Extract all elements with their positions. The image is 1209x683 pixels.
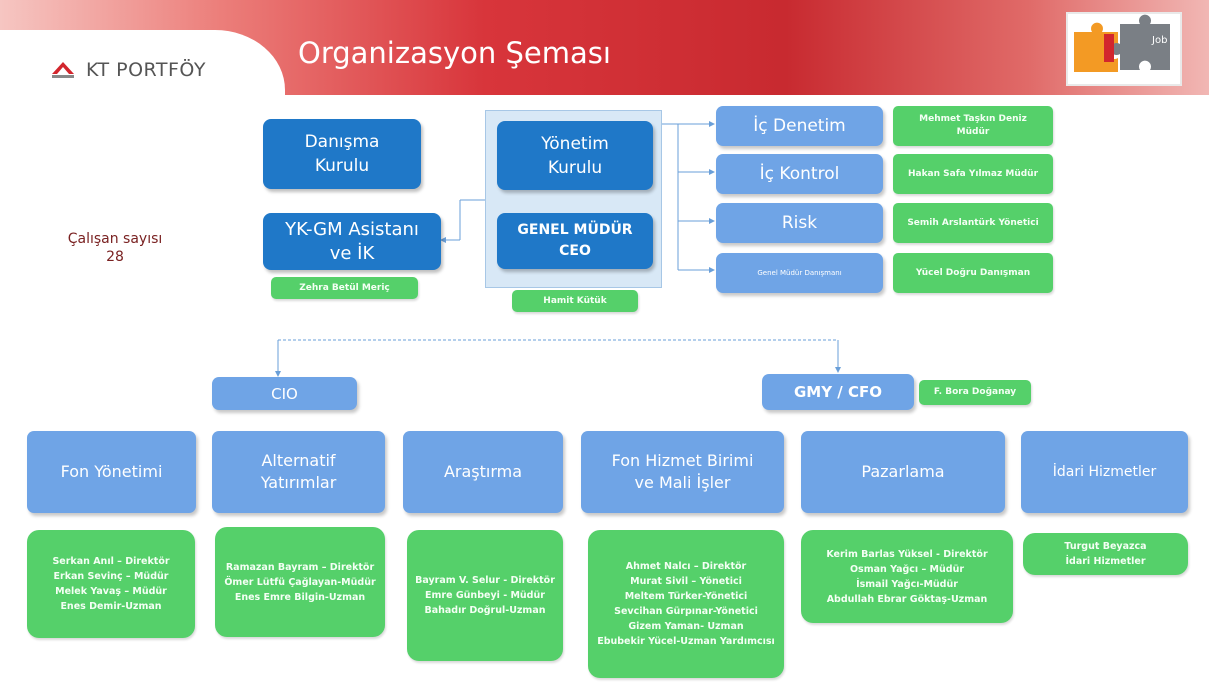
ic-denetim-person: Mehmet Taşkın Deniz Müdür (893, 106, 1053, 146)
staff-member: İdari Hizmetler (1065, 556, 1146, 567)
ic-kontrol-box: İç Kontrol (716, 154, 883, 194)
risk-box: Risk (716, 203, 883, 243)
staff-fon-yonetimi: Serkan Anıl – Direktör Erkan Sevinç – Mü… (27, 530, 195, 638)
yk-gm-box: YK-GM Asistanı ve İK (263, 213, 441, 270)
staff-pazarlama: Kerim Barlas Yüksel - Direktör Osman Yağ… (801, 530, 1013, 623)
dept-arastirma: Araştırma (403, 431, 563, 513)
danisma-kurulu-box: Danışma Kurulu (263, 119, 421, 189)
staff-member: Bahadır Doğrul-Uzman (424, 605, 546, 616)
puzzle-icon (1074, 14, 1170, 72)
staff-member: Melek Yavaş – Müdür (55, 586, 167, 597)
kt-logo-icon (52, 62, 74, 78)
staff-member: Gizem Yaman- Uzman (628, 621, 744, 632)
genel-mudur-box: GENEL MÜDÜR CEO (497, 213, 653, 269)
cfo-box: GMY / CFO (762, 374, 914, 410)
yonetim-kurulu-label: Yönetim Kurulu (541, 133, 609, 178)
ic-denetim-box: İç Denetim (716, 106, 883, 146)
dept-label: Pazarlama (861, 462, 945, 481)
risk-person: Semih Arslantürk Yönetici (893, 203, 1053, 243)
staff-member: Ömer Lütfü Çağlayan-Müdür (224, 576, 376, 588)
staff-member: Ahmet Nalcı – Direktör (625, 561, 747, 572)
staff-idari-hizmetler: Turgut Beyazca İdari Hizmetler (1023, 533, 1188, 575)
dept-label: Fon Yönetimi (60, 462, 163, 481)
staff-member: Enes Demir-Uzman (60, 601, 162, 612)
staff-fon-hizmet: Ahmet Nalcı – Direktör Murat Sivil – Yön… (588, 530, 784, 678)
staff-member: Emre Günbeyi - Müdür (425, 590, 545, 601)
staff-member: Meltem Türker-Yönetici (624, 591, 748, 602)
genel-mudur-label: GENEL MÜDÜR CEO (517, 222, 633, 259)
ic-denetim-person-name: Mehmet Taşkın Deniz Müdür (919, 114, 1027, 137)
cfo-label: GMY / CFO (793, 383, 883, 401)
staff-member: Ramazan Bayram – Direktör (225, 561, 375, 573)
dept-label: Fon Hizmet Birimi ve Mali İşler (611, 451, 754, 492)
staff-alternatif-yatirimlar: Ramazan Bayram – Direktör Ömer Lütfü Çağ… (215, 527, 385, 637)
staff-member: Osman Yağcı – Müdür (849, 563, 965, 575)
employee-count-label: Çalışan sayısı (67, 231, 163, 247)
staff-member: İsmail Yağcı-Müdür (856, 578, 958, 590)
staff-member: Enes Emre Bilgin-Uzman (234, 591, 366, 603)
staff-member: Bayram V. Selur - Direktör (415, 575, 555, 586)
page-title: Organizasyon Şeması (298, 36, 611, 70)
staff-member: Erkan Sevinç – Müdür (53, 571, 169, 582)
dept-idari-hizmetler: İdari Hizmetler (1021, 431, 1188, 513)
dept-label: Araştırma (443, 462, 523, 481)
staff-member: Kerim Barlas Yüksel - Direktör (826, 548, 988, 560)
dept-alternatif-yatirimlar: Alternatif Yatırımlar (212, 431, 385, 513)
ceo-person-name: Hamit Kütük (543, 295, 607, 306)
dept-fon-hizmet: Fon Hizmet Birimi ve Mali İşler (581, 431, 784, 513)
dept-pazarlama: Pazarlama (801, 431, 1005, 513)
staff-member: Turgut Beyazca (1064, 541, 1147, 552)
danisma-kurulu-label: Danışma Kurulu (304, 132, 380, 176)
risk-label: Risk (781, 213, 818, 233)
staff-member: Ebubekir Yücel-Uzman Yardımcısı (597, 636, 775, 647)
yk-gm-person: Zehra Betül Meriç (271, 277, 418, 299)
yonetim-kurulu-box: Yönetim Kurulu (497, 121, 653, 190)
employee-count: Çalışan sayısı 28 (60, 230, 170, 266)
puzzle-image: Job (1066, 12, 1182, 86)
staff-member: Murat Sivil – Yönetici (630, 576, 742, 587)
staff-arastirma: Bayram V. Selur - Direktör Emre Günbeyi … (407, 530, 563, 661)
dept-label: İdari Hizmetler (1052, 464, 1157, 480)
yk-gm-person-name: Zehra Betül Meriç (299, 282, 390, 293)
ic-kontrol-person: Hakan Safa Yılmaz Müdür (893, 154, 1053, 194)
cfo-person: F. Bora Doğanay (919, 380, 1031, 405)
puzzle-label: Job (1152, 35, 1168, 46)
logo-area (0, 30, 285, 105)
danisman-person: Yücel Doğru Danışman (893, 253, 1053, 293)
cfo-person-name: F. Bora Doğanay (933, 387, 1017, 397)
cio-box: CIO (212, 377, 357, 410)
employee-count-value: 28 (106, 249, 124, 265)
danisman-person-name: Yücel Doğru Danışman (915, 267, 1031, 278)
yk-gm-label: YK-GM Asistanı ve İK (285, 218, 419, 264)
ic-kontrol-person-name: Hakan Safa Yılmaz Müdür (907, 168, 1039, 179)
company-logo-text: KT PORTFÖY (86, 59, 206, 81)
dept-label: Alternatif Yatırımlar (260, 451, 337, 492)
staff-member: Sevcihan Gürpınar-Yönetici (614, 606, 758, 617)
ic-kontrol-label: İç Kontrol (759, 164, 840, 184)
genel-mudur-danismani-box: Genel Müdür Danışmanı (716, 253, 883, 293)
staff-member: Abdullah Ebrar Göktaş-Uzman (826, 593, 988, 605)
dept-fon-yonetimi: Fon Yönetimi (27, 431, 196, 513)
risk-person-name: Semih Arslantürk Yönetici (907, 217, 1039, 228)
genel-mudur-danismani-label: Genel Müdür Danışmanı (757, 269, 842, 277)
cio-label: CIO (271, 384, 298, 403)
ceo-person: Hamit Kütük (512, 290, 638, 312)
ic-denetim-label: İç Denetim (753, 116, 846, 136)
staff-member: Serkan Anıl – Direktör (52, 556, 170, 567)
